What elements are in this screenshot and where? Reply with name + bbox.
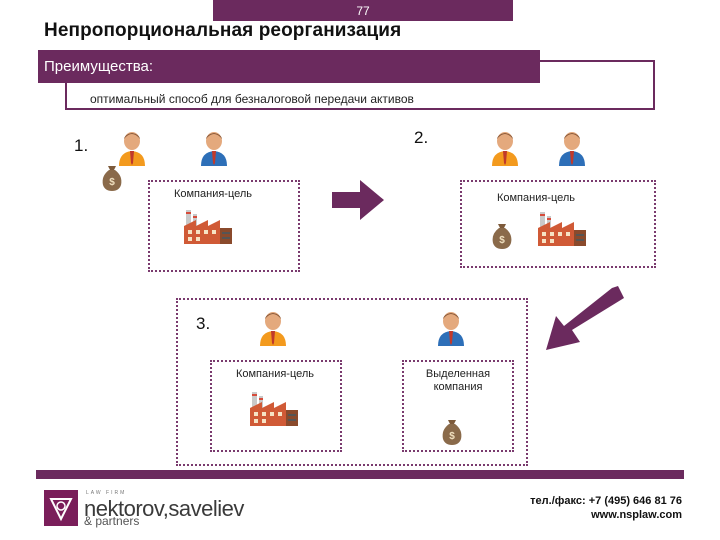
person-orange-tie-icon [260,312,286,346]
page-number: 77 [213,0,513,21]
step-1-company-label: Компания-цель [173,188,253,200]
step-1-company-box [148,180,300,272]
phone: тел./факс: +7 (495) 646 81 76 [530,495,682,507]
person-blue-shirt-icon [438,312,464,346]
factory-icon [538,212,586,246]
step-2-company-box [460,180,656,268]
step-1-number: 1. [74,136,89,155]
step-2-number: 2. [414,128,429,147]
website-link[interactable]: www.nsplaw.com [591,509,682,521]
logo-main-text: nektorov,saveliev [84,496,244,521]
advantages-heading: Преимущества: [38,50,540,83]
logo-sub-text: & partners [84,514,140,528]
money-bag-icon [492,224,512,249]
step-3-company-box [210,360,342,452]
money-bag-icon [442,420,462,445]
factory-icon [250,392,298,426]
spun-off-company-box [402,360,514,452]
page-title: Непропорциональная реорганизация [44,20,402,41]
firm-logo-icon [44,490,78,526]
right-arrow-icon [332,180,384,220]
diagonal-arrow-icon [546,286,624,350]
logo-small-text: LAW FIRM [86,490,127,496]
step-3-company-label: Компания-цель [235,368,315,380]
advantages-text: оптимальный способ для безналоговой пере… [90,92,414,106]
person-orange-tie-icon [492,132,518,166]
spun-off-company-label: Выделенная компания [425,368,491,393]
person-blue-shirt-icon [201,132,227,166]
person-orange-tie-icon [119,132,145,166]
contacts: тел./факс: +7 (495) 646 81 76 www.nsplaw… [530,494,682,522]
factory-icon [184,210,232,244]
person-blue-shirt-icon [559,132,585,166]
step-3-number: 3. [196,314,211,333]
step-3-box [176,298,528,466]
step-2-company-label: Компания-цель [496,192,576,204]
footer-divider [36,470,684,479]
